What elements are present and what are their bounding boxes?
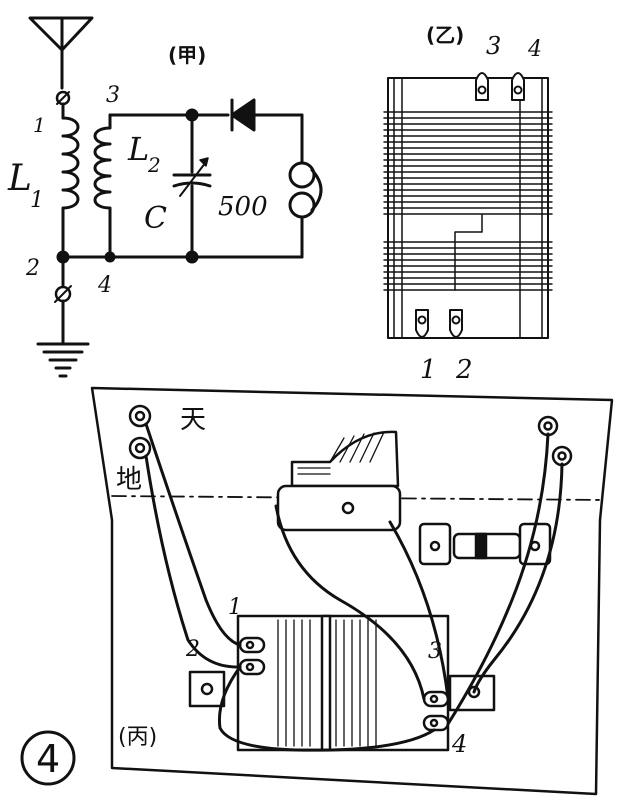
- schematic-terminal-1: 1: [33, 113, 46, 137]
- schematic-labels: (甲) 1 3 L 1 L 2 C 500 2 4: [7, 43, 268, 298]
- base-board: [90, 386, 614, 796]
- board-pin-3-lug: [422, 690, 450, 708]
- coil-l1: [61, 116, 80, 252]
- schematic-caption: (甲): [168, 43, 206, 67]
- ground-binding-post: [128, 436, 152, 460]
- figure-number: 4: [36, 737, 60, 781]
- antenna-symbol: [28, 16, 94, 90]
- coil-l1-subscript: 1: [30, 188, 44, 213]
- board-labels: 天 地 1 2 3 4 (丙) 4: [36, 405, 467, 781]
- board-pin-4-lug: [422, 714, 450, 732]
- board-pin-4-label: 4: [451, 730, 467, 758]
- connecting-wires: [144, 422, 564, 752]
- figure-number-ring: [20, 730, 76, 786]
- antenna-binding-post: [128, 404, 152, 428]
- coil-former-view: [383, 72, 553, 339]
- coil-pin-3: [475, 72, 489, 101]
- diode-detector: [418, 522, 552, 566]
- lower-winding: [383, 241, 553, 291]
- schematic-terminal-3: 3: [106, 83, 120, 108]
- board-pin-2-lug: [238, 658, 266, 676]
- ground-symbol: [36, 342, 90, 378]
- board-pin-2-label: 2: [185, 637, 200, 662]
- board-pin-3-label: 3: [428, 639, 442, 664]
- board-pin-1-label: 1: [228, 595, 242, 620]
- board-coil-assembly: [188, 614, 496, 752]
- coil-l1-letter: L: [7, 158, 32, 199]
- schematic-diagram: [28, 16, 323, 378]
- variable-capacitor: [172, 157, 212, 197]
- schematic-terminal-4: 4: [97, 273, 112, 298]
- coil-former-labels: (乙) 3 4 1 2: [420, 23, 542, 385]
- earphone-binding-posts: [537, 415, 573, 467]
- capacitor-value: 500: [218, 192, 268, 222]
- junction-bottom-cap: [185, 250, 199, 264]
- board-wiring-view: [20, 386, 614, 796]
- coil-l2: [93, 113, 112, 259]
- capacitor-letter: C: [144, 201, 167, 236]
- variable-capacitor-assembly: [276, 430, 402, 532]
- board-pin-1-lug: [238, 636, 266, 654]
- coil-pin-3-label: 3: [486, 32, 501, 60]
- antenna-label: 天: [180, 405, 206, 435]
- board-caption: (丙): [118, 725, 157, 750]
- coil-pin-1-label: 1: [420, 355, 437, 385]
- earphone-symbol: [288, 161, 323, 219]
- coil-pin-2-label: 2: [455, 355, 473, 385]
- diode-symbol: [230, 98, 256, 132]
- coil-view-caption: (乙): [426, 23, 464, 47]
- coil-pin-1: [415, 309, 429, 338]
- junction-4: [104, 251, 116, 263]
- coil-pin-4: [511, 72, 525, 101]
- coil-l2-letter: L: [127, 130, 149, 168]
- coil-pin-4-label: 4: [527, 37, 542, 62]
- upper-winding: [383, 111, 553, 215]
- schematic-terminal-2: 2: [25, 256, 40, 281]
- coil-pin-2: [449, 309, 463, 338]
- coil-l2-subscript: 2: [147, 153, 161, 177]
- ground-label: 地: [116, 465, 142, 495]
